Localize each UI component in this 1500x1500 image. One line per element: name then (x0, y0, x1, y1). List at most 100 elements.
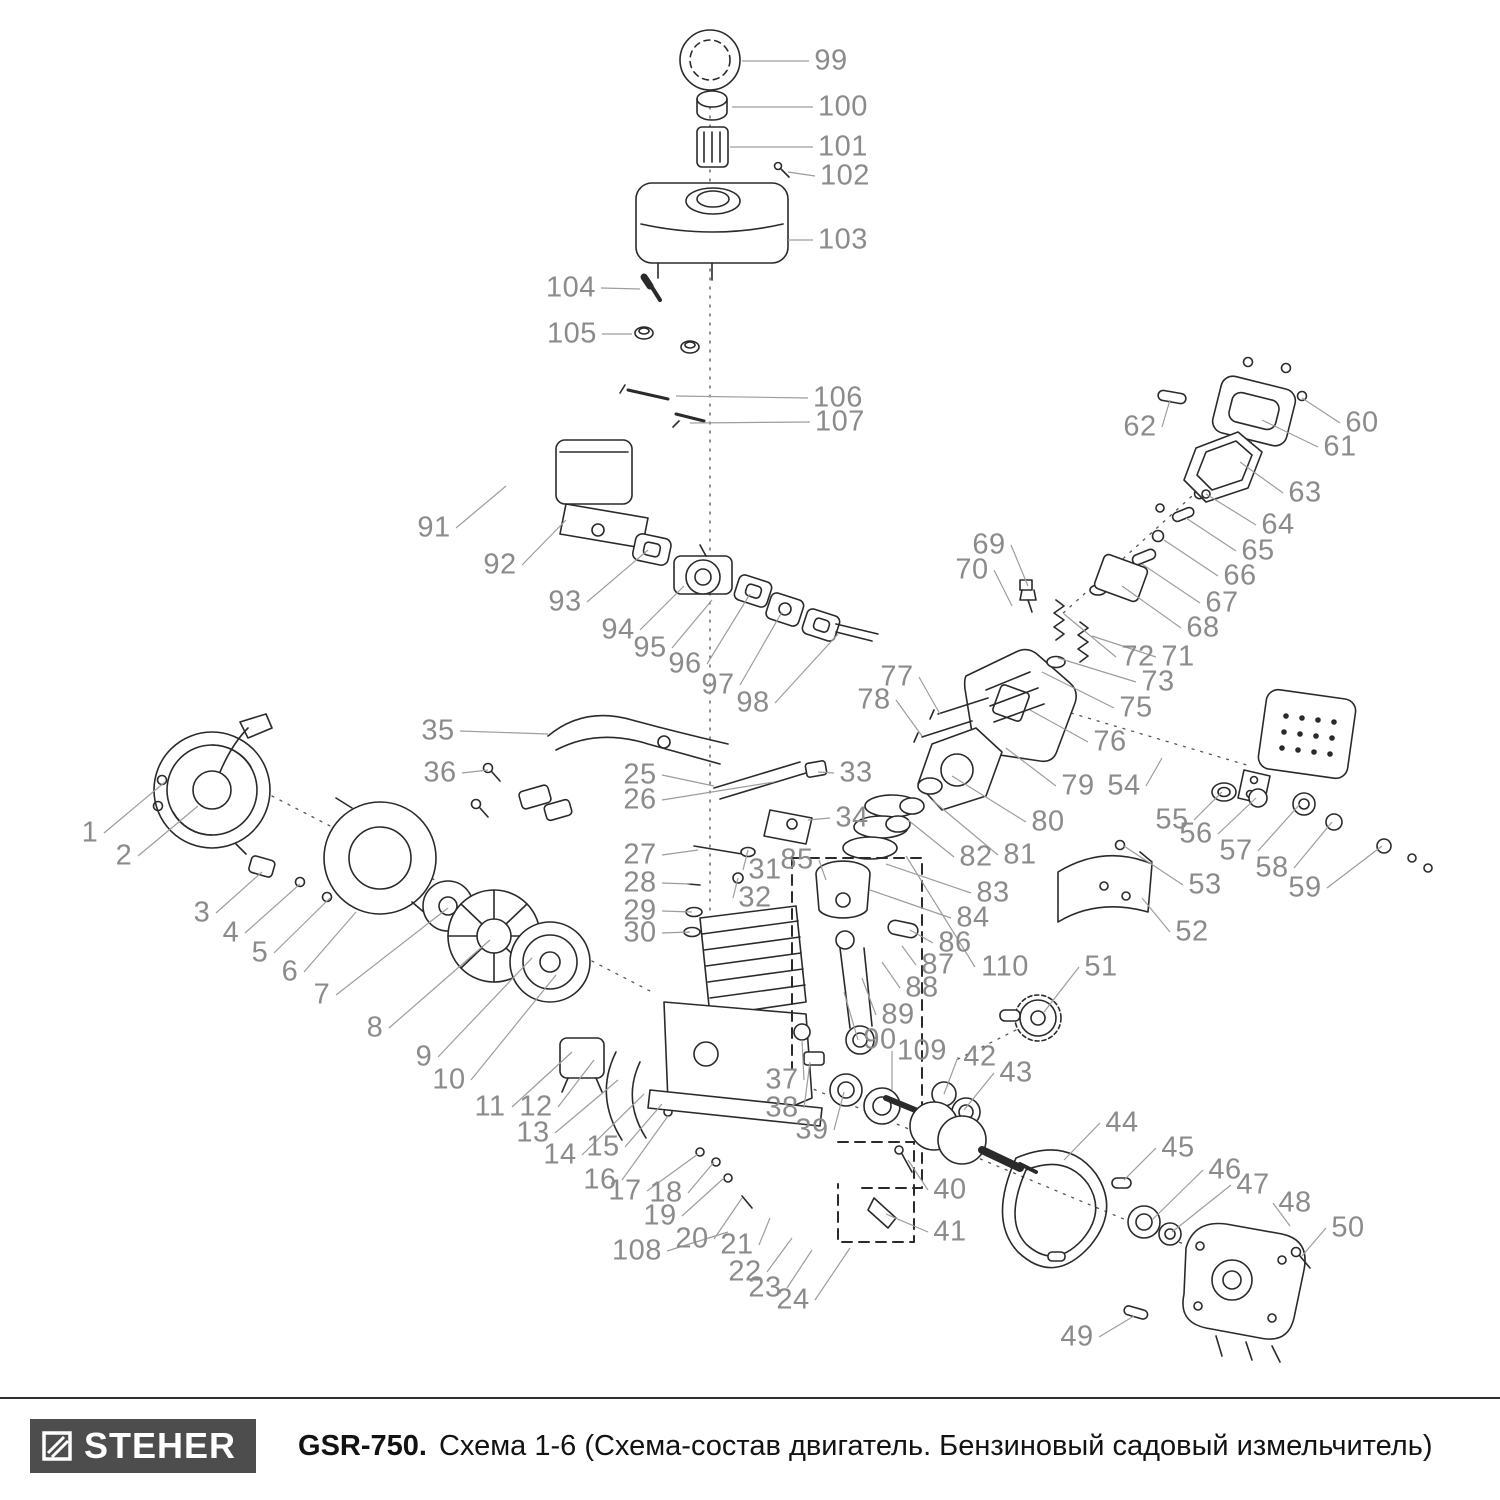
leader-line-43 (963, 1072, 995, 1111)
leader-line-88 (881, 961, 901, 989)
valve-cover-gasket (1183, 431, 1263, 503)
leader-line-61 (1261, 419, 1319, 448)
leader-line-55 (1193, 791, 1223, 821)
leader-line-79 (1005, 747, 1057, 787)
footer: STEHER GSR-750. Схема 1-6 (Схема-состав д… (0, 1397, 1500, 1473)
leader-line-4 (244, 883, 301, 934)
piston-pin (887, 919, 919, 939)
leader-line-76 (1029, 709, 1089, 743)
fuel-cap (679, 29, 741, 91)
leader-line-26 (661, 781, 775, 801)
leader-line-77 (918, 676, 941, 715)
leader-line-69 (1010, 544, 1029, 587)
leader-line-27 (661, 849, 699, 856)
model-number: GSR-750. (298, 1429, 427, 1462)
head-studs (713, 761, 807, 800)
leader-line-10 (470, 974, 557, 1081)
caption-text: Схема 1-6 (Схема-состав двигатель. Бензи… (438, 1429, 1433, 1462)
leader-line-24 (814, 1247, 851, 1301)
leader-line-44 (1063, 1122, 1101, 1161)
case-gasket (1001, 1149, 1108, 1269)
leader-line-21 (758, 1217, 771, 1246)
heat-shield (1057, 854, 1153, 923)
assembly-outline-boxes (791, 857, 923, 1243)
leader-line-16 (621, 1115, 669, 1181)
leader-line-62 (1161, 399, 1171, 428)
leader-line-94 (639, 585, 685, 631)
leader-line-29 (661, 910, 693, 913)
leader-line-6 (303, 911, 357, 973)
valve-cover-screws (1242, 356, 1308, 402)
intake-studs (835, 623, 879, 642)
leader-line-7 (335, 907, 449, 996)
leader-line-33 (817, 771, 835, 774)
leader-line-104 (600, 287, 641, 290)
leader-line-95 (671, 599, 713, 649)
connecting-rod (835, 930, 875, 1055)
leader-line-8 (388, 939, 491, 1029)
leader-line-28 (661, 882, 691, 885)
port-gaskets (885, 777, 943, 833)
intake-gasket (801, 608, 841, 642)
leader-line-75 (1041, 671, 1115, 709)
leader-line-34 (807, 817, 831, 821)
leader-line-102 (787, 171, 816, 177)
leader-line-39 (833, 1091, 845, 1131)
air-guide-plates (605, 1051, 647, 1141)
footer-divider (0, 1397, 1500, 1399)
cover-bolt (1290, 1246, 1311, 1269)
leader-line-5 (273, 897, 331, 954)
leader-line-51 (1043, 966, 1080, 1013)
leader-line-84 (869, 889, 952, 919)
wiring-harness (518, 714, 729, 822)
leader-line-73 (1057, 657, 1137, 683)
leader-line-110 (905, 855, 976, 968)
leader-line-70 (993, 569, 1013, 607)
cylinder-head (963, 648, 1077, 763)
leader-line-19 (681, 1177, 725, 1217)
muffler-bolts (1114, 839, 1153, 863)
fuel-neck-collar (696, 90, 728, 121)
leader-line-53 (1123, 845, 1184, 886)
leader-line-71 (1091, 635, 1157, 658)
leader-line-37 (801, 1039, 805, 1081)
leader-line-66 (1163, 539, 1219, 577)
leader-line-58 (1293, 821, 1333, 869)
leader-line-46 (1151, 1169, 1204, 1221)
small-head-screws (1155, 489, 1211, 513)
leader-line-97 (739, 611, 783, 686)
intake-spacer (765, 592, 805, 627)
throttle-rods (619, 384, 706, 428)
woodruff-key (1123, 1305, 1149, 1320)
crankcase-cover (1182, 1222, 1306, 1363)
engine-block (647, 905, 823, 1127)
leader-line-35 (459, 730, 549, 735)
leader-line-87 (901, 945, 917, 966)
leader-line-47 (1171, 1184, 1232, 1233)
leader-line-50 (1301, 1227, 1327, 1257)
rod-bolts (867, 1145, 913, 1229)
leader-line-52 (1141, 897, 1171, 933)
carburetor (673, 544, 733, 595)
harness-screws (470, 762, 501, 818)
leader-line-78 (895, 699, 923, 737)
piston (815, 860, 871, 919)
leader-line-42 (943, 1056, 959, 1095)
leader-line-82 (907, 819, 955, 858)
tank-mount-bolts (640, 273, 662, 302)
head-bolts (913, 697, 989, 743)
leader-line-41 (885, 1213, 929, 1233)
leader-line-40 (907, 1159, 929, 1191)
leader-line-108 (666, 1231, 729, 1252)
leader-line-15 (624, 1103, 663, 1148)
rocker-plate (1093, 553, 1149, 603)
steher-logo-text: STEHER (84, 1425, 237, 1466)
air-filter (555, 439, 649, 549)
fuel-filter-cup (696, 126, 729, 168)
leader-line-36 (461, 769, 489, 774)
leader-line-81 (931, 799, 999, 856)
cam-gear (999, 994, 1062, 1042)
leader-line-57 (1257, 803, 1301, 852)
carb-gasket (631, 533, 672, 566)
